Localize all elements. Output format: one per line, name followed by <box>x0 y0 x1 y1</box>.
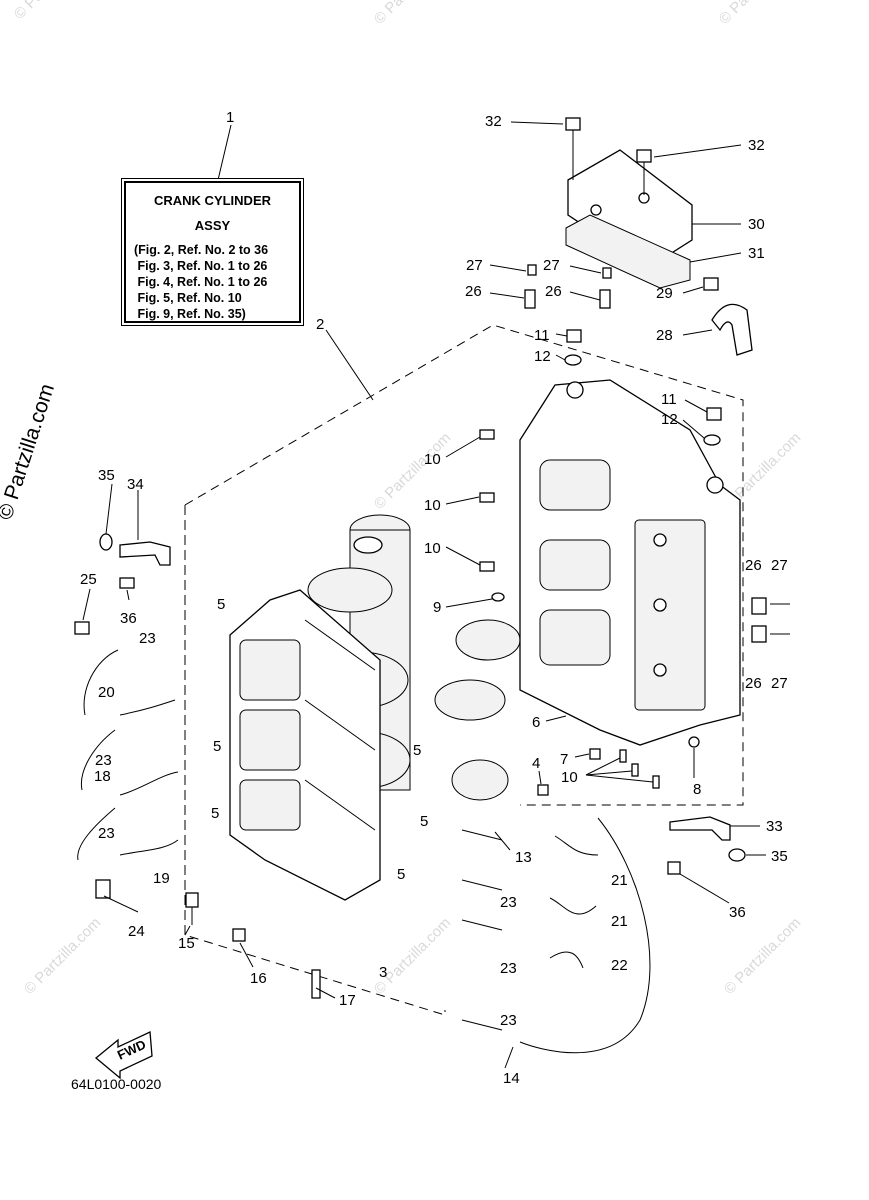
cylinder-block <box>519 379 741 746</box>
callout-5: 5 <box>413 742 421 759</box>
callout-7: 7 <box>560 751 568 768</box>
callout-5: 5 <box>397 866 405 883</box>
figure-reference: Fig. 3, Ref. No. 1 to 26 <box>134 259 268 273</box>
callout-33: 33 <box>766 818 783 835</box>
callout-36: 36 <box>729 904 746 921</box>
watermark: © Partzilla.com <box>371 0 454 28</box>
callout-23: 23 <box>500 894 517 911</box>
watermark: © Partzilla.com <box>716 0 799 28</box>
callout-24: 24 <box>128 923 145 940</box>
callout-36: 36 <box>120 610 137 627</box>
callout-10: 10 <box>561 769 578 786</box>
callout-23: 23 <box>500 960 517 977</box>
callout-26: 26 <box>745 557 762 574</box>
figure-reference: (Fig. 2, Ref. No. 2 to 36 <box>134 243 269 257</box>
callout-4: 4 <box>532 755 540 772</box>
callout-5: 5 <box>217 596 225 613</box>
callout-10: 10 <box>424 540 441 557</box>
callout-32: 32 <box>748 137 765 154</box>
figure-reference: Fig. 9, Ref. No. 35) <box>134 307 246 321</box>
callout-26: 26 <box>745 675 762 692</box>
callout-8: 8 <box>693 781 701 798</box>
assembly-title: CRANK CYLINDER <box>154 193 271 208</box>
watermark: © Partzilla.com <box>371 429 454 512</box>
callout-16: 16 <box>250 970 267 987</box>
watermark: © Partzilla.com <box>21 914 104 997</box>
leader-lines <box>82 121 766 1069</box>
fwd-arrow: FWD <box>94 1031 153 1080</box>
callout-20: 20 <box>98 684 115 701</box>
crankcase-left <box>229 589 381 901</box>
watermark: © Partzilla.com <box>721 914 804 997</box>
assembly-subtitle: ASSY <box>194 218 231 233</box>
callout-21: 21 <box>611 913 628 930</box>
callout-5: 5 <box>213 738 221 755</box>
callout-1: 1 <box>226 109 234 126</box>
callout-22: 22 <box>611 957 628 974</box>
callout-23: 23 <box>98 825 115 842</box>
callout-30: 30 <box>748 216 765 233</box>
callout-5: 5 <box>420 813 428 830</box>
callout-18: 18 <box>94 768 111 785</box>
callout-34: 34 <box>127 476 144 493</box>
callout-29: 29 <box>656 285 673 302</box>
callout-27: 27 <box>466 257 483 274</box>
callout-26: 26 <box>465 283 482 300</box>
callout-10: 10 <box>424 497 441 514</box>
callout-23: 23 <box>95 752 112 769</box>
callout-11: 11 <box>661 391 677 408</box>
callout-32: 32 <box>485 113 502 130</box>
callouts: 1 2 3 4 5 5 5 5 5 5 6 7 8 9 10 10 10 10 … <box>80 109 788 1087</box>
callout-26: 26 <box>545 283 562 300</box>
watermark: © Partzilla.com <box>371 914 454 997</box>
callout-21: 21 <box>611 872 628 889</box>
callout-11: 11 <box>534 327 550 344</box>
callout-14: 14 <box>503 1070 520 1087</box>
callout-27: 27 <box>543 257 560 274</box>
watermark: © Partzilla.com <box>11 0 94 23</box>
callout-35: 35 <box>98 467 115 484</box>
callout-9: 9 <box>433 599 441 616</box>
callout-10: 10 <box>424 451 441 468</box>
callout-23: 23 <box>139 630 156 647</box>
top-cover <box>565 149 693 289</box>
callout-27: 27 <box>771 557 788 574</box>
figure-reference: Fig. 4, Ref. No. 1 to 26 <box>134 275 268 289</box>
callout-2: 2 <box>316 316 324 333</box>
callout-17: 17 <box>339 992 356 1009</box>
bracket-28 <box>711 303 753 356</box>
assembly-outline <box>184 324 744 1016</box>
callout-13: 13 <box>515 849 532 866</box>
figure-reference: Fig. 5, Ref. No. 10 <box>134 291 242 305</box>
callout-5: 5 <box>211 805 219 822</box>
callout-19: 19 <box>153 870 170 887</box>
callout-15: 15 <box>178 935 195 952</box>
callout-35: 35 <box>771 848 788 865</box>
callout-23: 23 <box>500 1012 517 1029</box>
callout-3: 3 <box>379 964 387 981</box>
assembly-title-box: CRANK CYLINDER ASSY (Fig. 2, Ref. No. 2 … <box>124 181 301 323</box>
callout-27: 27 <box>771 675 788 692</box>
callout-28: 28 <box>656 327 673 344</box>
callout-12: 12 <box>534 348 551 365</box>
callout-6: 6 <box>532 714 540 731</box>
hoses <box>77 649 651 1054</box>
callout-25: 25 <box>80 571 97 588</box>
callout-12: 12 <box>661 411 678 428</box>
small-parts <box>74 117 790 999</box>
callout-31: 31 <box>748 245 765 262</box>
diagram-code: 64L0100-0020 <box>71 1076 162 1092</box>
